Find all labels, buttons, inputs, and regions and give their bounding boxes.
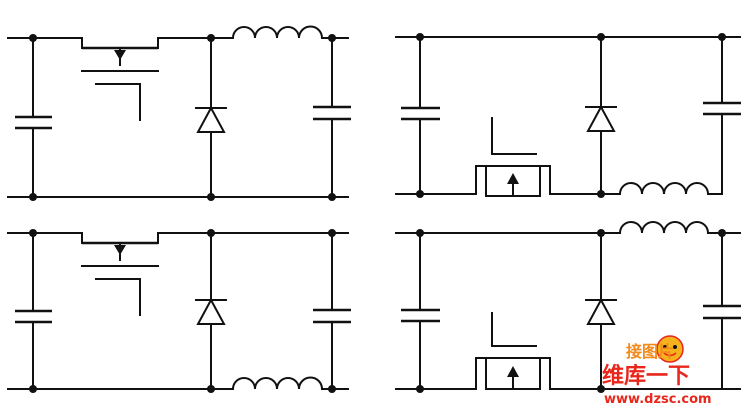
mascot-icon bbox=[656, 335, 684, 363]
output-capacitor-plates bbox=[703, 101, 741, 116]
watermark-brand: 维库一下 bbox=[602, 363, 690, 389]
input-capacitor-plates bbox=[15, 115, 52, 130]
mosfet-switch bbox=[475, 117, 551, 197]
input-capacitor-plates bbox=[401, 106, 440, 121]
circuit-top-left bbox=[7, 25, 351, 201]
watermark-logo: 接图片 维库一下 www.dzsc.com bbox=[598, 333, 746, 417]
freewheel-diode bbox=[585, 297, 617, 325]
watermark-url: www.dzsc.com bbox=[604, 392, 712, 407]
output-capacitor-plates bbox=[313, 308, 351, 324]
output-capacitor-plates bbox=[703, 304, 741, 320]
circuit-bottom-left bbox=[7, 229, 351, 393]
output-capacitor-plates bbox=[313, 105, 351, 121]
bottom-rail bbox=[395, 167, 723, 195]
inductor bbox=[231, 25, 324, 40]
freewheel-diode bbox=[195, 297, 227, 325]
circuit-bottom-right bbox=[395, 221, 741, 393]
mosfet-switch bbox=[475, 312, 551, 390]
mosfet-switch bbox=[81, 46, 159, 121]
watermark-logo-chars: 接图片 bbox=[626, 342, 674, 361]
input-capacitor-plates bbox=[15, 309, 52, 324]
top-rail bbox=[7, 37, 349, 49]
input-capacitor-plates bbox=[401, 308, 440, 323]
top-rail bbox=[7, 232, 349, 244]
inductor bbox=[231, 376, 324, 391]
freewheel-diode bbox=[195, 105, 227, 133]
freewheel-diode bbox=[585, 104, 617, 132]
mosfet-switch bbox=[81, 241, 159, 316]
inductor bbox=[618, 221, 710, 235]
circuit-top-right bbox=[395, 33, 741, 198]
inductor bbox=[618, 182, 710, 196]
